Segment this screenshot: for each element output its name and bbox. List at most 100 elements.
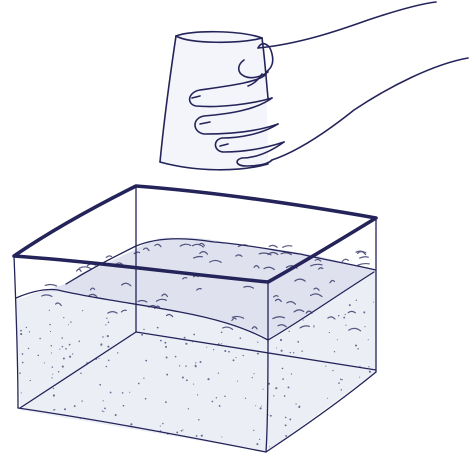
water-fleck — [82, 310, 83, 311]
water-fleck — [28, 348, 29, 349]
water-fleck — [176, 431, 178, 433]
water-fleck — [243, 355, 244, 356]
water-fleck — [145, 398, 147, 400]
water-fleck — [19, 372, 21, 374]
water-fleck — [102, 410, 103, 411]
water-fleck — [245, 398, 246, 399]
ripple-mark — [358, 264, 369, 266]
water-fleck — [368, 366, 369, 367]
water-fleck — [224, 396, 226, 398]
water-fleck — [276, 347, 277, 348]
ripple-mark — [360, 257, 369, 258]
water-fleck — [70, 321, 71, 322]
water-fleck — [333, 441, 334, 442]
water-fleck — [186, 379, 188, 381]
water-fleck — [30, 380, 31, 381]
water-fleck — [200, 361, 202, 363]
water-fleck — [103, 400, 104, 401]
water-fleck — [282, 368, 284, 370]
water-fleck — [345, 314, 346, 315]
water-fleck — [138, 383, 140, 385]
water-fleck — [221, 331, 223, 333]
water-fleck — [108, 322, 110, 324]
water-fleck — [100, 344, 101, 345]
water-fleck — [20, 446, 22, 448]
water-fleck — [141, 334, 143, 336]
water-fleck — [340, 403, 342, 405]
water-fleck — [370, 398, 371, 399]
water-fleck — [37, 440, 39, 442]
water-fleck — [103, 411, 104, 412]
water-fleck — [55, 430, 56, 431]
water-fleck — [51, 345, 53, 347]
water-fleck — [368, 339, 369, 340]
water-fleck — [185, 440, 187, 442]
water-fleck — [362, 433, 363, 434]
water-fleck — [345, 325, 346, 326]
water-fleck — [62, 434, 64, 436]
water-fleck — [181, 430, 183, 432]
water-fleck — [355, 344, 357, 346]
water-fleck — [253, 430, 254, 431]
water-fleck — [291, 373, 292, 374]
water-fleck — [115, 414, 117, 416]
water-fleck — [268, 383, 270, 385]
water-fleck — [117, 352, 118, 353]
water-fleck — [22, 353, 24, 355]
water-fleck — [63, 317, 64, 318]
water-fleck — [102, 336, 103, 337]
water-fleck — [361, 419, 363, 421]
water-fleck — [86, 362, 88, 364]
water-fleck — [253, 373, 254, 374]
water-fleck — [354, 420, 356, 422]
water-fleck — [130, 423, 132, 425]
water-fleck — [107, 346, 109, 348]
water-fleck — [145, 360, 147, 362]
water-fleck — [356, 300, 357, 301]
water-fleck — [369, 394, 371, 396]
water-fleck — [49, 310, 50, 311]
water-fleck — [256, 443, 258, 445]
water-fleck — [47, 431, 49, 433]
water-fleck — [298, 406, 300, 408]
water-fleck — [160, 426, 161, 427]
water-fleck — [270, 415, 272, 417]
water-fleck — [237, 381, 238, 382]
water-fleck — [213, 349, 214, 350]
water-fleck — [195, 366, 197, 368]
water-fleck — [221, 436, 222, 437]
water-fleck — [162, 423, 164, 425]
water-fleck — [362, 438, 364, 440]
ripple-mark — [106, 256, 111, 258]
water-fleck — [259, 439, 260, 440]
water-fleck — [298, 436, 300, 438]
water-fleck — [165, 401, 167, 403]
water-fleck — [295, 403, 296, 404]
water-fleck — [348, 395, 350, 397]
ripple-mark — [283, 246, 292, 248]
water-fleck — [182, 429, 183, 430]
water-fleck — [257, 342, 258, 343]
water-fleck — [196, 435, 198, 437]
water-fleck — [52, 366, 53, 367]
water-fleck — [327, 398, 328, 399]
water-fleck — [50, 331, 51, 332]
water-fleck — [363, 311, 365, 313]
water-fleck — [289, 418, 291, 420]
water-fleck — [343, 317, 345, 319]
water-fleck — [95, 358, 97, 360]
water-fleck — [298, 448, 299, 449]
water-fleck — [184, 337, 186, 339]
water-fleck — [38, 355, 40, 357]
water-fleck — [185, 365, 186, 366]
water-fleck — [54, 409, 55, 410]
water-fleck — [66, 422, 68, 424]
water-fleck — [63, 358, 65, 360]
water-fleck — [318, 420, 320, 422]
water-fleck — [20, 330, 22, 332]
water-fleck — [293, 352, 294, 353]
water-fleck — [51, 352, 52, 353]
water-fleck — [332, 370, 333, 371]
water-fleck — [317, 442, 318, 443]
water-fleck — [62, 346, 64, 348]
